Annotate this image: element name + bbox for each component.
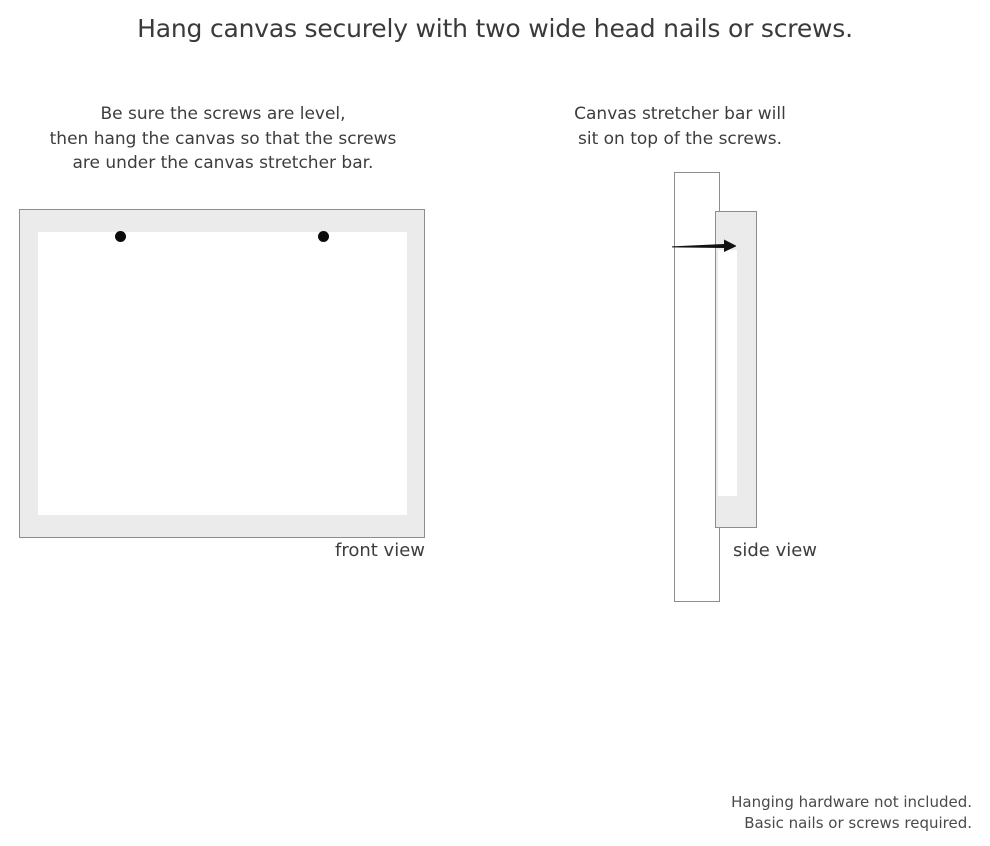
side-view-label: side view (732, 540, 818, 561)
footer-note-line-1: Hanging hardware not included. (731, 793, 972, 811)
stretcher-bar-cavity (718, 250, 737, 496)
front-view-caption: Be sure the screws are level, then hang … (6, 102, 440, 176)
side-view-caption-line-2: sit on top of the screws. (577, 128, 783, 149)
side-view-caption-line-1: Canvas stretcher bar will (574, 104, 786, 124)
nail-icon (672, 238, 738, 254)
front-view-caption-line-3: are under the canvas stretcher bar. (72, 153, 374, 173)
front-view-diagram (19, 209, 425, 538)
wall-cross-section (674, 172, 720, 602)
front-view-caption-line-2: then hang the canvas so that the screws (49, 128, 397, 149)
canvas-face-inner (38, 232, 407, 515)
page-title: Hang canvas securely with two wide head … (137, 14, 853, 43)
footer-note: Hanging hardware not included. Basic nai… (731, 792, 972, 834)
side-view-caption: Canvas stretcher bar will sit on top of … (560, 102, 800, 151)
front-view-caption-line-1: Be sure the screws are level, (100, 104, 346, 124)
front-view-label: front view (335, 540, 425, 561)
stretcher-bar-cross-section (715, 211, 757, 528)
screw-head-left-icon (115, 231, 126, 242)
screw-head-right-icon (318, 231, 329, 242)
footer-note-line-2: Basic nails or screws required. (744, 814, 972, 832)
